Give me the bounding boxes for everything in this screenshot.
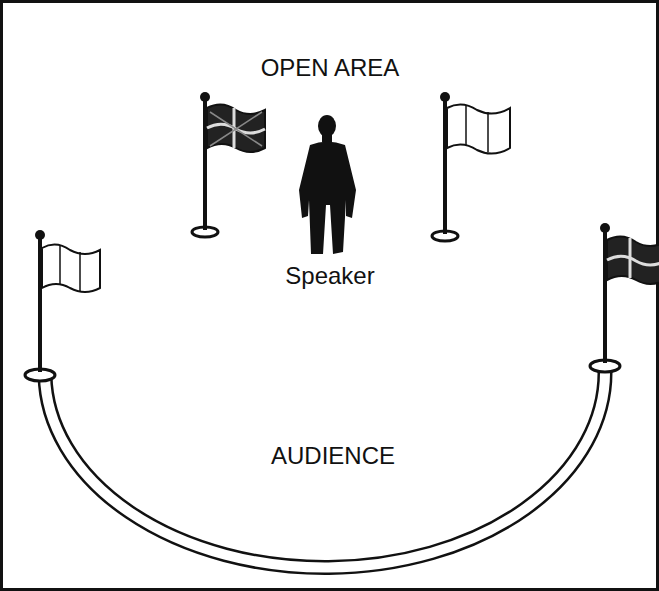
audience-band [45, 370, 605, 568]
audience-label: AUDIENCE [271, 443, 395, 469]
speaker-figure [299, 115, 356, 254]
flag [192, 92, 265, 237]
flag [432, 92, 510, 241]
speaker-label: Speaker [285, 263, 374, 289]
flag [25, 230, 100, 381]
area-label: OPEN AREA [261, 55, 400, 81]
flag [590, 223, 659, 372]
